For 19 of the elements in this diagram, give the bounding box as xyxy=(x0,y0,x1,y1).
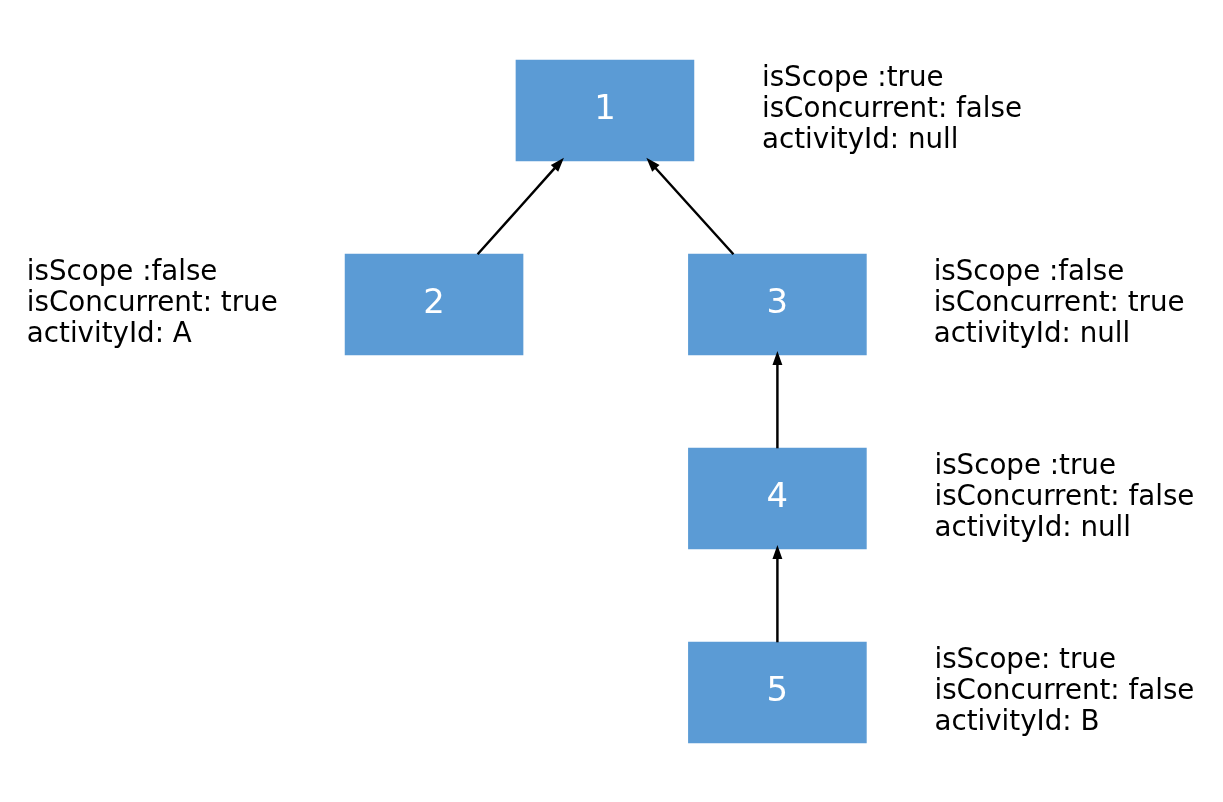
node-box: 3 xyxy=(688,253,867,355)
node-label: activityId: B xyxy=(934,703,1100,737)
node-box: 1 xyxy=(515,59,695,161)
arrow xyxy=(772,350,783,448)
arrow xyxy=(646,157,735,255)
node-box: 2 xyxy=(344,253,524,355)
node-box: 5 xyxy=(688,641,867,743)
node-label: activityId: null xyxy=(933,315,1131,349)
node-label: isScope :true xyxy=(762,59,944,93)
node-label: isScope: true xyxy=(934,641,1116,675)
node-box: 4 xyxy=(688,447,867,549)
arrow xyxy=(772,544,783,642)
arrow xyxy=(476,157,564,255)
node-label: isScope :true xyxy=(934,447,1116,481)
node-label: isScope :false xyxy=(933,253,1125,287)
node-label: isScope :false xyxy=(26,253,218,287)
node-label: activityId: null xyxy=(934,509,1131,543)
node-label: activityId: A xyxy=(26,315,192,349)
node-label: activityId: null xyxy=(762,121,959,155)
